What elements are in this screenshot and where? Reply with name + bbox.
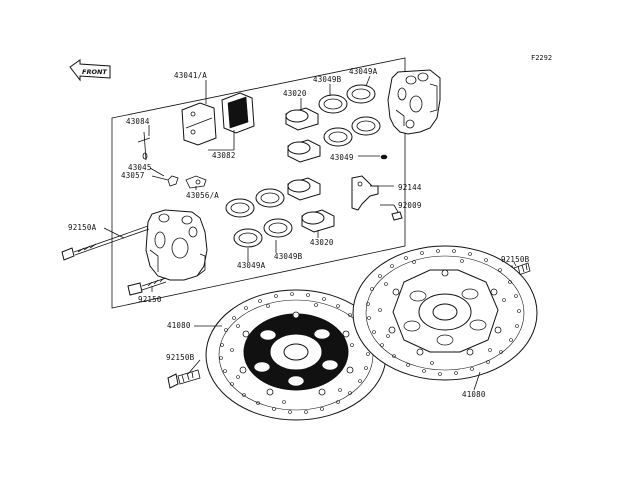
disc-right-spoke-holes (403, 288, 487, 346)
seal-ring-low-d (233, 228, 263, 248)
bolt-92150b-left-icon (167, 369, 201, 389)
label-bracket-92144: 92144 (398, 183, 422, 192)
label-caliper-assy: 43041/A (174, 71, 207, 80)
piston-top-2 (287, 139, 321, 163)
seal-ring-mid-b (323, 127, 353, 147)
leader-lines (103, 75, 517, 391)
label-piston-bottom: 43020 (310, 238, 334, 247)
pad-spring (167, 175, 207, 189)
disc-right-button-icons (388, 269, 502, 356)
seal-ring-low-c (263, 218, 293, 238)
piston-bottom-1 (287, 177, 321, 201)
label-piston-top: 43020 (283, 89, 307, 98)
brake-pad-right (221, 92, 255, 134)
label-92150b-right: 92150B (501, 255, 530, 264)
label-seal-43049a-bottom: 43049A (237, 261, 266, 270)
label-43056a: 43056/A (186, 191, 219, 200)
label-disc-left: 41080 (167, 321, 191, 330)
piston-top-1 (285, 107, 319, 131)
seal-ring-mid-a (351, 116, 381, 136)
seal-ring-top-a (346, 84, 376, 104)
seal-ring-top-b (318, 94, 348, 114)
disc-left-button-icons (239, 311, 354, 396)
label-seal-43049: 43049 (330, 153, 354, 162)
label-92150b-left: 92150B (166, 353, 195, 362)
brake-pad-left (181, 102, 217, 146)
label-43084: 43084 (126, 117, 150, 126)
label-bolt-92009: 92009 (398, 201, 422, 210)
piston-bottom-2 (301, 209, 335, 233)
label-seal-43049b-top: 43049B (313, 75, 342, 84)
bolt-92009-icon (391, 211, 403, 221)
caliper-outer-half (387, 69, 441, 135)
pad-pin (137, 131, 151, 161)
label-seal-43049a-top: 43049A (349, 67, 378, 76)
disc-left-drill-holes (219, 292, 370, 414)
label-43057: 43057 (121, 171, 145, 180)
label-92150a: 92150A (68, 223, 97, 232)
bracket-92144 (351, 175, 379, 211)
front-arrow-icon: FRONT (69, 59, 111, 82)
washer-43049 (380, 154, 388, 160)
caliper-inner-half (145, 209, 208, 281)
brake-disc-right (352, 245, 538, 381)
label-92150: 92150 (138, 295, 162, 304)
front-label: FRONT (82, 68, 107, 76)
caliper-assembly-outline (111, 57, 406, 309)
brake-disc-left (205, 289, 387, 421)
label-disc-right: 41080 (462, 390, 486, 399)
disc-right-drill-holes (366, 249, 521, 376)
label-pad-set: 43082 (212, 151, 236, 160)
bolt-92150a-icon (61, 225, 150, 261)
label-43045: 43045 (128, 163, 152, 172)
bolt-92150-icon (127, 277, 167, 296)
seal-ring-low-a (255, 188, 285, 208)
label-seal-43049b-bottom: 43049B (274, 252, 303, 261)
seal-ring-low-b (225, 198, 255, 218)
disc-left-spoke-holes (253, 328, 339, 387)
figure-code: F2292 (531, 54, 552, 62)
